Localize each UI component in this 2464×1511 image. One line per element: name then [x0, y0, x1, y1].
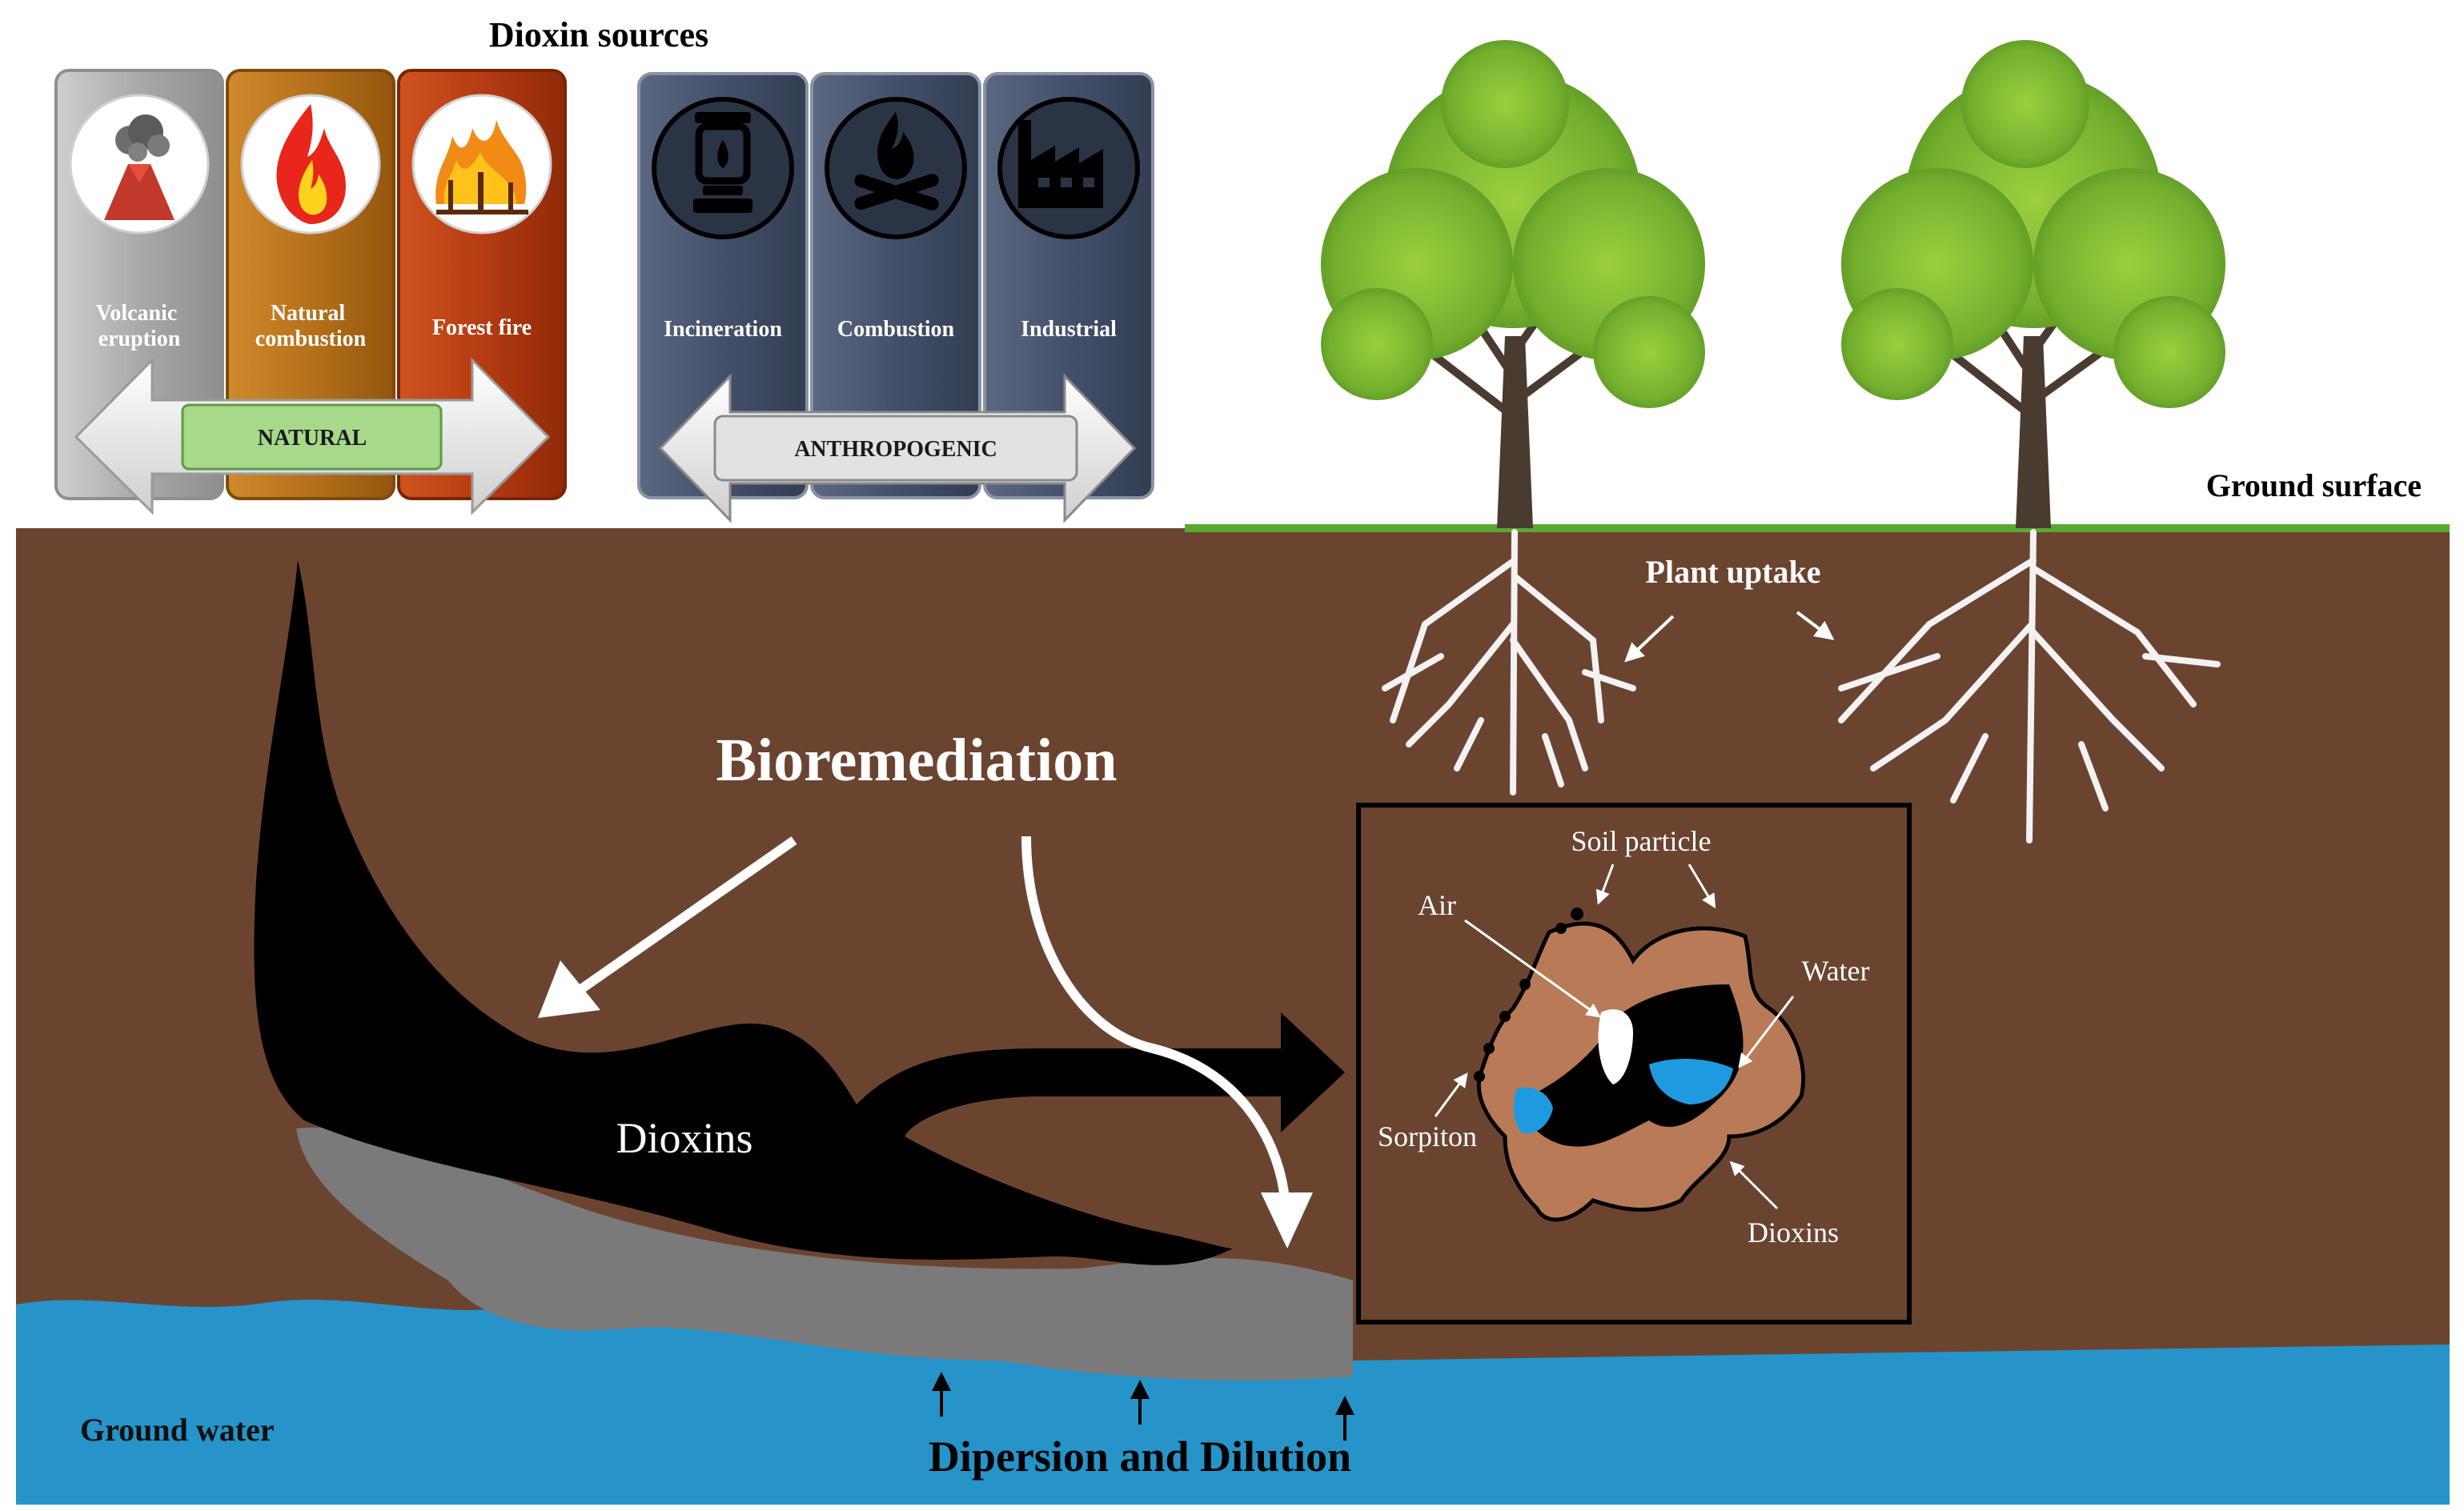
- air-pocket: [1598, 1009, 1633, 1084]
- anthropogenic-group-label: ANTHROPOGENIC: [794, 437, 997, 462]
- diluted-dioxin-layer: [296, 1127, 1353, 1381]
- inset-sorption-label: Sorpiton: [1378, 1120, 1477, 1152]
- card-label-industrial: Industrial: [1021, 317, 1117, 342]
- anthropogenic-sources-panel: Incineration Combustion Industrial ANTHR…: [637, 72, 1154, 523]
- dispersion-label: Dipersion and Dilution: [929, 1433, 1351, 1481]
- plant-uptake-label: Plant uptake: [1646, 554, 1821, 590]
- card-label-combustion: Combustion: [837, 317, 955, 342]
- plant-uptake-arrow-right: [1796, 611, 1835, 640]
- dioxins-plume-label: Dioxins: [616, 1114, 752, 1162]
- roots-right: [1838, 529, 2221, 844]
- water-pocket-left: [1513, 1087, 1553, 1133]
- flame-icon: [276, 104, 346, 224]
- card-label-volcanic: Volcanic eruption: [96, 301, 183, 351]
- roots-left: [1382, 529, 1636, 796]
- incinerator-lantern-icon: [693, 112, 752, 213]
- natural-group-label: NATURAL: [258, 426, 367, 451]
- water-pocket-right: [1649, 1059, 1733, 1104]
- natural-band: [181, 403, 443, 471]
- tree-left: [1321, 40, 1705, 528]
- campfire-icon: [854, 112, 939, 210]
- bioremediation-arrow-curve: [1021, 836, 1290, 1201]
- card-label-incineration: Incineration: [664, 317, 782, 342]
- ground-water-label: Ground water: [80, 1412, 275, 1448]
- inset-air-label: Air: [1418, 889, 1456, 921]
- factory-icon: [1018, 120, 1103, 208]
- ground-surface-label: Ground surface: [2206, 467, 2422, 503]
- card-label-forest-fire: Forest fire: [432, 315, 532, 340]
- natural-sources-panel: Volcanic eruption Natural combustion For…: [54, 69, 567, 515]
- card-label-natural-combustion: Natural combustion: [255, 301, 367, 351]
- bioremediation-label: Bioremediation: [716, 727, 1117, 794]
- inset-water-label: Water: [1801, 955, 1869, 987]
- inset-dioxins-label: Dioxins: [1748, 1216, 1839, 1248]
- volcano-icon: [104, 114, 175, 220]
- soil-particle-inset: Soil particle Air Water Sorpiton Dioxins: [1356, 803, 1912, 1325]
- bioremediation-arrowhead-curve: [1261, 1192, 1313, 1248]
- tree-right: [1841, 40, 2225, 528]
- inset-soil-particle-label: Soil particle: [1571, 825, 1712, 857]
- anthropogenic-band: [713, 415, 1078, 482]
- ground-water: [16, 1299, 2450, 1505]
- bioremediation-arrow-left: [573, 836, 797, 996]
- diagram-title: Dioxin sources: [489, 15, 708, 54]
- plant-uptake-arrow-left: [1624, 615, 1675, 663]
- bioremediation-arrowhead-left: [538, 960, 600, 1018]
- forest-fire-icon: [435, 120, 528, 214]
- dioxin-patch: [1527, 984, 1744, 1147]
- dioxin-plume: [254, 560, 1345, 1265]
